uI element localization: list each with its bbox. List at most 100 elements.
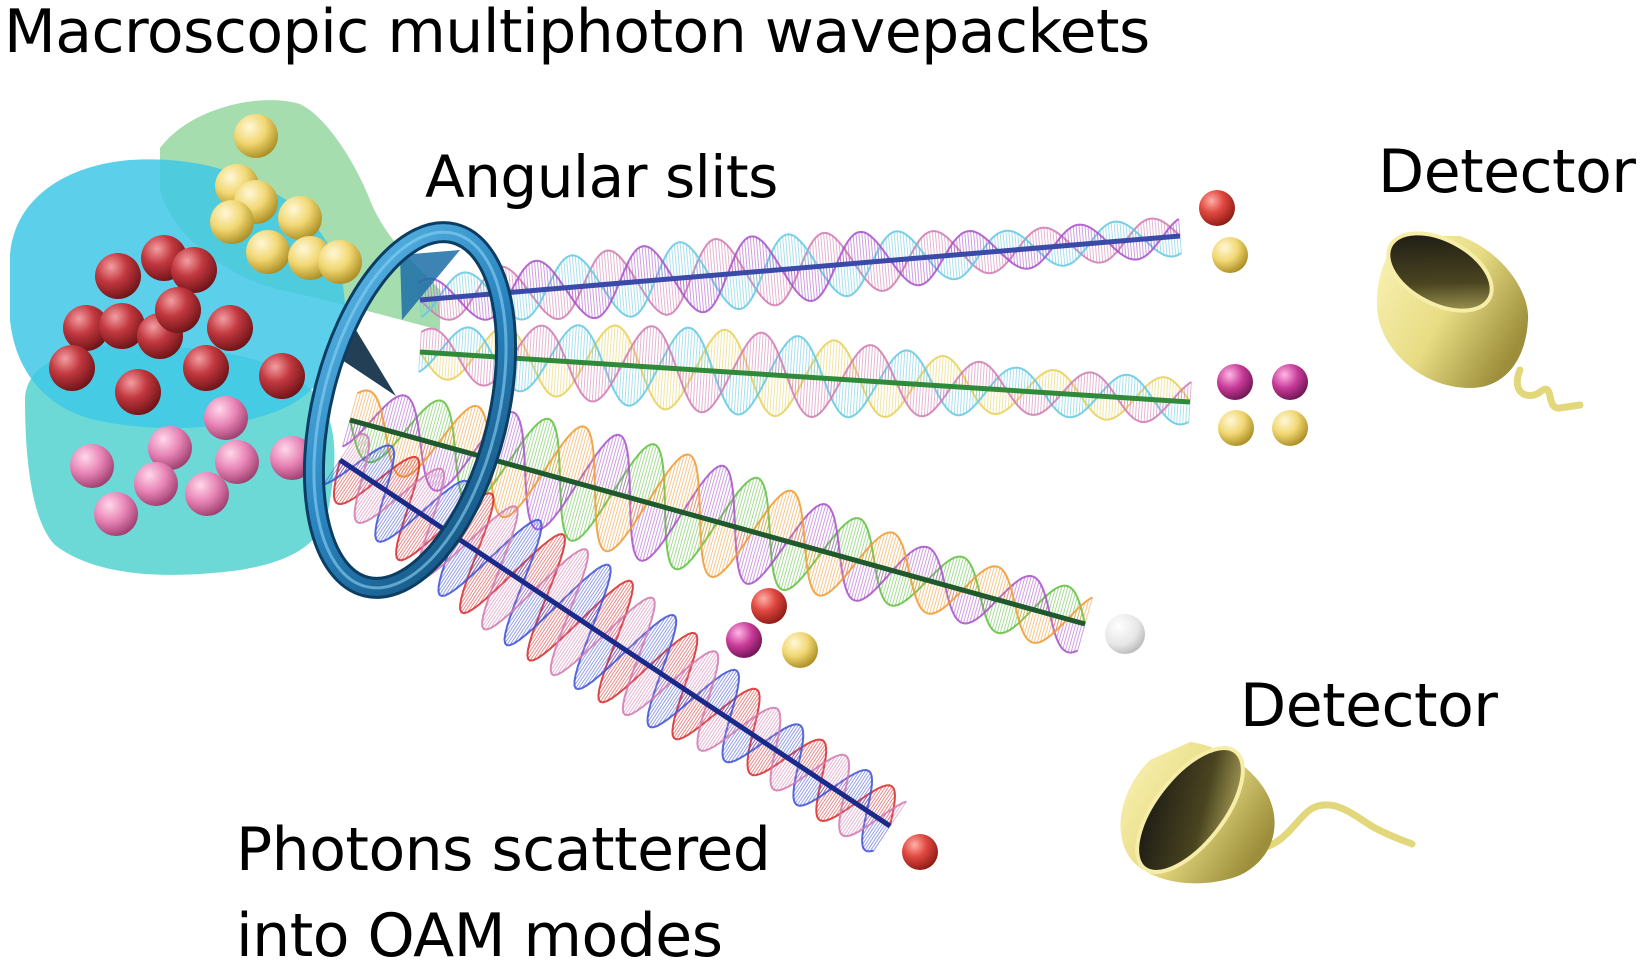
helix-stroke xyxy=(744,239,748,273)
helix-stroke xyxy=(1124,374,1127,398)
helix-stroke xyxy=(584,262,588,287)
helix-stroke xyxy=(809,747,827,773)
helix-stroke xyxy=(930,385,933,413)
helix-stroke xyxy=(796,776,817,806)
helix-stroke xyxy=(624,663,648,698)
helix-stroke xyxy=(691,489,700,516)
helix-stroke xyxy=(989,389,993,413)
helix-stroke xyxy=(618,459,629,495)
helix-stroke xyxy=(843,264,848,297)
helix-stroke xyxy=(1044,371,1047,393)
helix-stroke xyxy=(1129,398,1132,415)
helix-stroke xyxy=(1033,612,1044,644)
helix-stroke xyxy=(890,260,894,286)
helix-stroke xyxy=(659,333,663,368)
helix-stroke xyxy=(422,299,425,316)
helix-stroke xyxy=(994,601,1004,632)
helix-stroke xyxy=(603,284,607,310)
helix-stroke xyxy=(392,457,418,496)
helix-stroke xyxy=(748,481,763,531)
helix-stroke xyxy=(570,426,586,482)
helix-stroke xyxy=(343,433,364,464)
helix-stroke xyxy=(843,807,863,837)
helix-stroke xyxy=(406,407,415,436)
helix-stroke xyxy=(445,539,461,563)
helix-stroke xyxy=(742,373,747,414)
helix-stroke xyxy=(823,378,827,410)
helix-stroke xyxy=(683,327,687,370)
helix-stroke xyxy=(525,534,560,585)
helix-stroke xyxy=(770,755,785,777)
helix-stroke xyxy=(575,638,610,689)
helix-stroke xyxy=(530,290,534,314)
helix-stroke xyxy=(395,513,421,550)
helix-stroke xyxy=(896,353,900,383)
helix-stroke xyxy=(466,327,470,356)
helix-stroke xyxy=(612,251,617,284)
helix-stroke xyxy=(879,568,885,585)
helix-stroke xyxy=(923,384,927,417)
helix-stroke xyxy=(1017,233,1020,250)
helix-stroke xyxy=(645,506,662,560)
helix-stroke xyxy=(762,715,781,742)
helix-stroke xyxy=(832,537,839,555)
helix-stroke xyxy=(538,422,554,473)
helix-stroke xyxy=(512,468,526,513)
helix-stroke xyxy=(1119,221,1123,241)
helix-stroke xyxy=(439,546,472,596)
helix-stroke xyxy=(594,345,597,364)
helix-stroke xyxy=(662,338,666,368)
helix-stroke xyxy=(720,687,739,714)
helix-stroke xyxy=(809,550,820,584)
helix-stroke xyxy=(814,238,819,267)
helix-stroke xyxy=(790,507,802,543)
helix-stroke xyxy=(1027,248,1031,269)
helix-stroke xyxy=(1069,227,1073,246)
helix-stroke xyxy=(578,571,612,620)
helix-stroke xyxy=(635,444,652,500)
helix-stroke xyxy=(658,508,670,548)
helix-stroke xyxy=(723,728,745,760)
helix-stroke xyxy=(666,457,682,509)
helix-stroke xyxy=(455,451,464,476)
helix-stroke xyxy=(876,381,880,414)
helix-stroke xyxy=(902,232,906,260)
helix-stroke xyxy=(403,481,418,503)
helix-stroke xyxy=(692,369,696,407)
helix-stroke xyxy=(1027,578,1038,609)
helix-stroke xyxy=(884,360,887,383)
helix-stroke xyxy=(642,614,674,662)
helix-stroke xyxy=(976,595,984,620)
helix-stroke xyxy=(431,401,444,443)
helix-stroke xyxy=(1053,370,1056,394)
helix-stroke xyxy=(562,287,567,317)
helix-stroke xyxy=(714,672,739,710)
helix-stroke xyxy=(627,612,654,652)
helix-stroke xyxy=(846,379,850,418)
helix-stroke xyxy=(675,700,703,740)
helix-stroke xyxy=(482,356,486,386)
helix-stroke xyxy=(1051,616,1058,635)
helix-stroke xyxy=(972,594,981,622)
helix-stroke xyxy=(400,399,411,435)
helix-stroke xyxy=(783,728,803,756)
helix-stroke xyxy=(874,567,882,590)
helix-stroke xyxy=(638,281,643,310)
helix-stroke xyxy=(609,250,614,284)
helix-stroke xyxy=(699,675,716,700)
output-photon-magenta xyxy=(1272,364,1308,400)
helix-stroke xyxy=(1005,585,1011,603)
helix-stroke xyxy=(1078,602,1086,623)
figure-title: Macroscopic multiphoton wavepackets xyxy=(4,0,1150,67)
helix-stroke xyxy=(516,442,524,467)
helix-stroke xyxy=(604,364,608,394)
helix-stroke xyxy=(1176,401,1179,425)
helix-stroke xyxy=(989,251,993,274)
helix-stroke xyxy=(1039,613,1049,643)
helix-stroke xyxy=(708,241,713,276)
helix-stroke xyxy=(536,359,539,378)
helix-stroke xyxy=(484,572,510,610)
helix-stroke xyxy=(739,477,755,529)
helix-stroke xyxy=(570,565,603,614)
helix-stroke xyxy=(899,231,903,260)
